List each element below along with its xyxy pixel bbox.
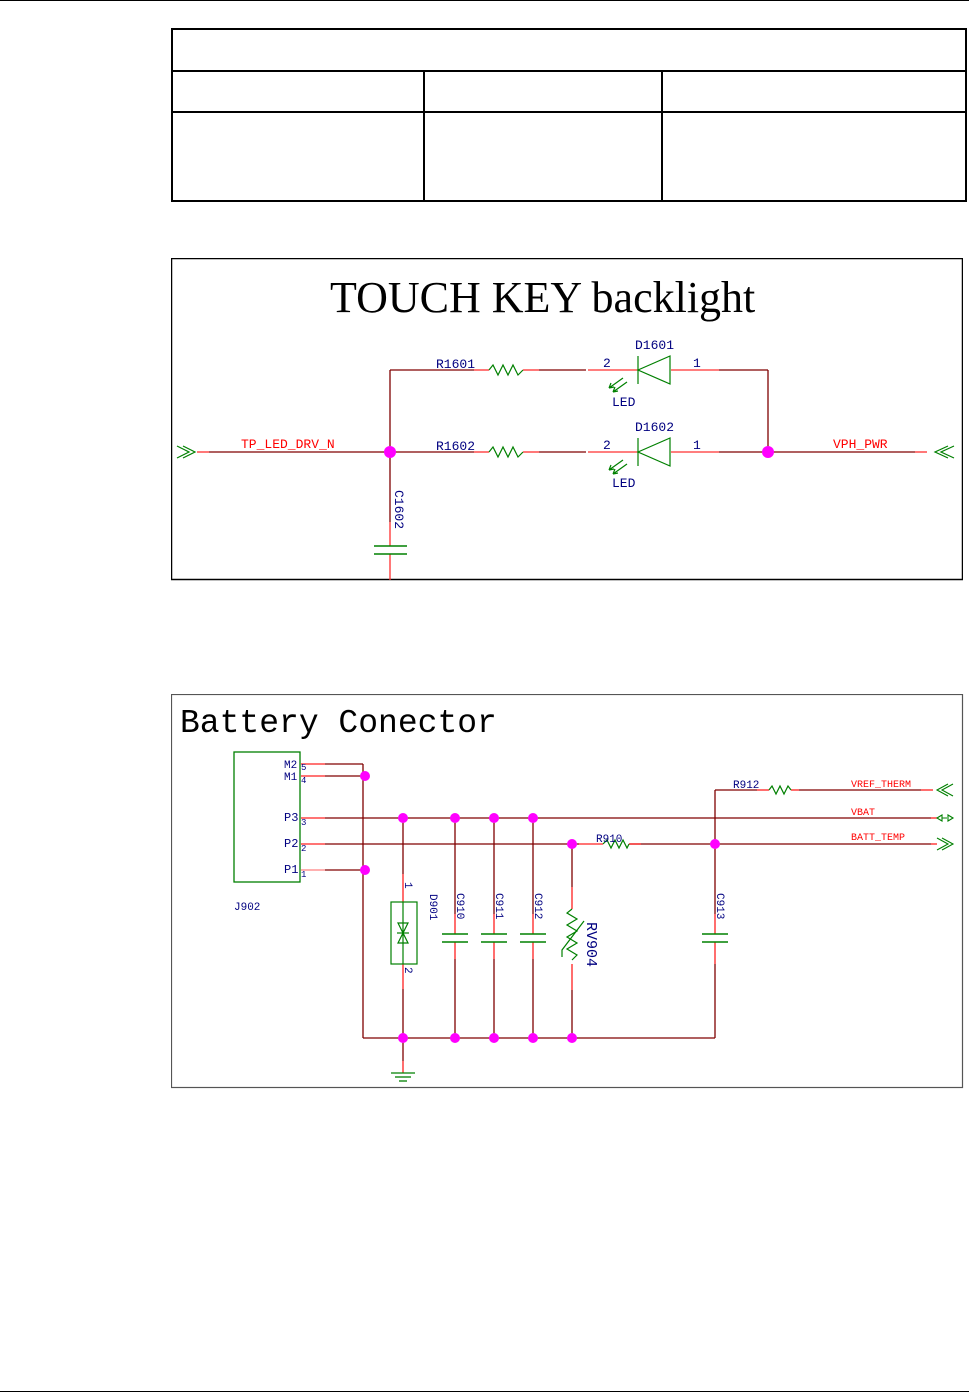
pin-stubs <box>301 763 937 1073</box>
resistor-r1601-icon <box>488 363 524 377</box>
spec-table-header-row <box>171 70 967 113</box>
pin-name: P1 <box>284 863 298 877</box>
pin-name: P3 <box>284 811 298 825</box>
capacitor-c1602-icon <box>374 545 407 555</box>
capacitor-c911-icon <box>481 933 507 943</box>
led-d1602-icon <box>608 437 671 475</box>
pin-number: 4 <box>301 776 306 786</box>
resistor-r910-icon <box>602 838 630 850</box>
spec-table-body-row <box>171 111 967 202</box>
designator-j902: J902 <box>234 902 260 914</box>
capacitor-c910-icon <box>442 933 468 943</box>
pin-number: 1 <box>401 882 413 889</box>
spec-table-body-cell <box>171 111 425 202</box>
wires <box>209 369 915 522</box>
capacitor-c912-icon <box>520 933 546 943</box>
led-type-label: LED <box>612 395 636 410</box>
resistor-r912-icon <box>768 784 792 796</box>
junction-dot <box>567 839 577 849</box>
schematic-title: TOUCH KEY backlight <box>330 273 755 322</box>
net-label-batt-temp: BATT_TEMP <box>851 833 905 844</box>
net-label-vref-therm: VREF_THERM <box>851 780 911 791</box>
net-label-vph-pwr: VPH_PWR <box>833 437 888 452</box>
pin-name: M2 <box>284 760 297 772</box>
designator-r910: R910 <box>596 834 622 846</box>
connector-j902-body <box>233 751 301 883</box>
wires <box>325 763 931 1061</box>
junction-dot <box>450 813 460 823</box>
pin-number: 2 <box>603 438 611 453</box>
junction-dot <box>450 1033 460 1043</box>
input-port-icon <box>935 783 954 797</box>
designator-r912: R912 <box>733 780 759 792</box>
designator-d1602: D1602 <box>635 420 674 435</box>
net-label-tp-led-drv-n: TP_LED_DRV_N <box>241 437 335 452</box>
output-port-icon <box>936 837 955 851</box>
designator-d901: D901 <box>426 894 438 921</box>
pin-number: 1 <box>301 870 306 880</box>
junction-dot <box>528 1033 538 1043</box>
led-d1601-icon <box>608 355 671 393</box>
designator-r1602: R1602 <box>436 439 475 454</box>
designator-c1602: C1602 <box>391 490 406 529</box>
capacitors <box>442 933 728 943</box>
net-label-vbat: VBAT <box>851 808 875 819</box>
thermistor-rv904-icon <box>561 908 585 961</box>
pin-name: P2 <box>284 837 298 851</box>
spec-table-body-cell <box>423 111 663 202</box>
junction-dot <box>360 865 370 875</box>
pin-number: 2 <box>301 844 306 854</box>
header-rule <box>0 0 969 1</box>
pin-number: 1 <box>693 438 701 453</box>
pin-number: 2 <box>603 356 611 371</box>
designator-rv904: RV904 <box>582 922 599 967</box>
pin-number: 1 <box>693 356 701 371</box>
schematic-frame <box>171 258 963 581</box>
input-port-icon <box>933 445 955 459</box>
junction-dot <box>489 813 499 823</box>
junction-dot <box>384 446 396 458</box>
touch-key-schematic: TOUCH KEY backlight <box>171 258 963 581</box>
pin-number: 3 <box>301 818 306 828</box>
tvs-diode-d901-icon <box>390 901 418 965</box>
spec-table-header-cell <box>171 70 425 113</box>
junction-dot <box>567 1033 577 1043</box>
capacitor-c913-icon <box>702 933 728 943</box>
pin-name: M1 <box>284 772 298 784</box>
junction-dot <box>360 771 370 781</box>
pin-number: 5 <box>301 763 306 773</box>
pin-stubs <box>197 369 927 580</box>
bidirectional-port-icon <box>935 814 955 822</box>
designator-c913: C913 <box>713 893 725 919</box>
designator-c910: C910 <box>453 893 465 919</box>
footer-rule <box>0 1391 969 1392</box>
spec-table-title-cell <box>171 28 967 72</box>
junction-dot <box>762 446 774 458</box>
designator-r1601: R1601 <box>436 357 475 372</box>
designator-d1601: D1601 <box>635 338 674 353</box>
designator-c911: C911 <box>492 893 504 920</box>
battery-connector-schematic: Battery Conector <box>171 694 964 1090</box>
pin-number: 2 <box>401 967 413 974</box>
spec-table-title-row <box>171 28 967 72</box>
designator-c912: C912 <box>531 893 543 919</box>
spec-table-body-cell <box>661 111 967 202</box>
led-type-label: LED <box>612 476 636 491</box>
junction-dot <box>398 813 408 823</box>
junction-dot <box>489 1033 499 1043</box>
resistor-r1602-icon <box>488 445 524 459</box>
schematic-title: Battery Conector <box>180 705 497 742</box>
junction-dot <box>710 839 720 849</box>
schematic-frame <box>171 694 964 1089</box>
junctions <box>360 771 720 1043</box>
input-port-icon <box>176 445 197 459</box>
junction-dot <box>528 813 538 823</box>
spec-table-header-cell <box>423 70 663 113</box>
spec-table <box>171 28 967 202</box>
junction-dot <box>398 1033 408 1043</box>
spec-table-header-cell <box>661 70 967 113</box>
ground-icon <box>391 1072 415 1082</box>
